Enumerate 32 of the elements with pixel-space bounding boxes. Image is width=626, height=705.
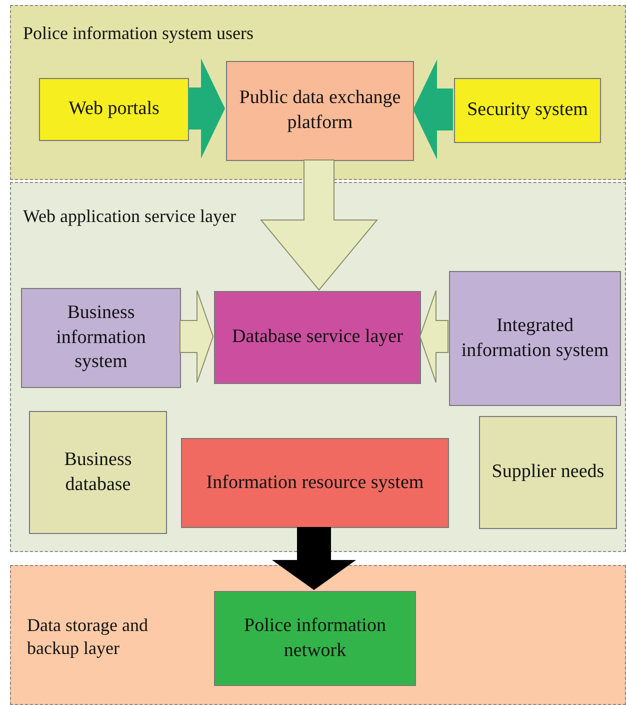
- layer-panel: [10, 565, 626, 705]
- process-box: [479, 416, 617, 529]
- process-box: [214, 591, 416, 686]
- node-label: Information resource system: [205, 470, 425, 495]
- node-label: Police information network: [243, 614, 387, 662]
- block-arrow: [413, 60, 453, 160]
- node-label: Business database: [63, 448, 133, 496]
- node-label: Web portals: [68, 97, 160, 122]
- process-box: [181, 438, 449, 528]
- node-label: Public data exchange platform: [238, 86, 402, 135]
- process-box: [21, 288, 181, 388]
- node-label: Security system: [466, 98, 589, 122]
- layer-title: Data storage and backup layer: [27, 614, 149, 660]
- layer-title: Police information system users: [23, 22, 254, 45]
- node-label: Supplier needs: [490, 460, 606, 484]
- process-box: [39, 78, 189, 141]
- process-box: [449, 271, 621, 406]
- node-label: Business information system: [55, 300, 147, 374]
- layer-title: Web application service layer: [23, 205, 236, 228]
- process-box: [214, 291, 421, 384]
- layer-panel: [10, 182, 626, 552]
- process-box: [454, 78, 601, 143]
- node-label: Integrated information system: [460, 314, 610, 362]
- process-box: [226, 61, 414, 161]
- block-arrow: [272, 527, 356, 590]
- layer-panel: [10, 5, 626, 180]
- node-label: Database service layer: [231, 325, 404, 350]
- block-arrow: [180, 290, 214, 383]
- process-box: [29, 411, 167, 534]
- block-arrow: [260, 160, 378, 291]
- block-arrow: [419, 290, 448, 383]
- block-arrow: [188, 58, 225, 158]
